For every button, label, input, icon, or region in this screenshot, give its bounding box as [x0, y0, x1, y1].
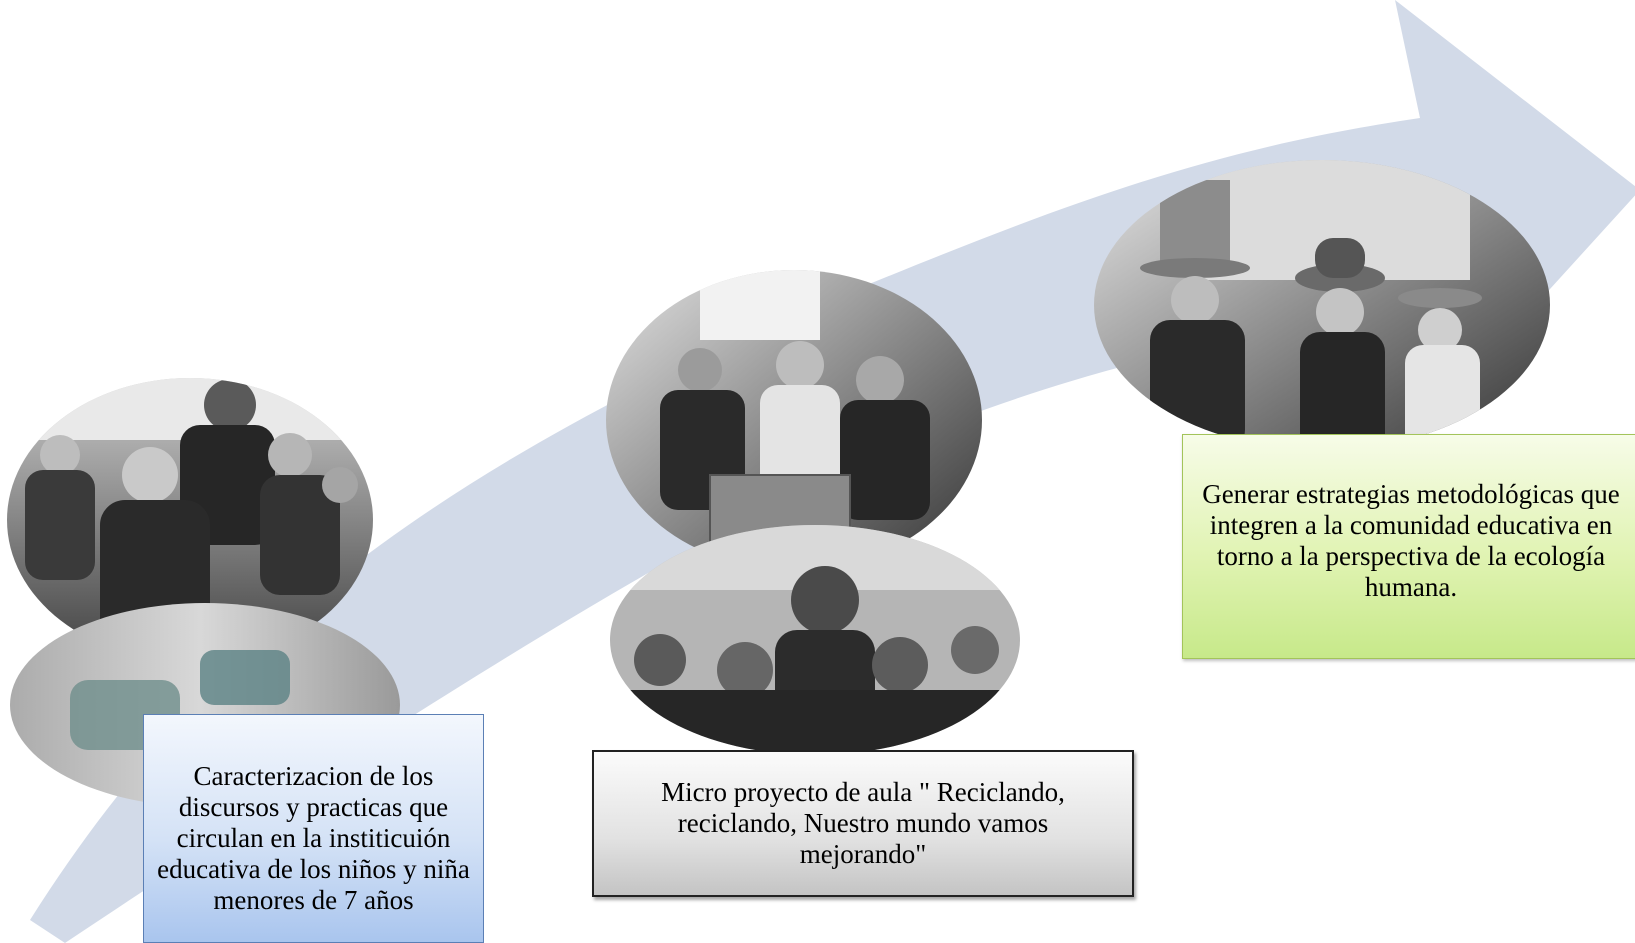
step-2-box: Micro proyecto de aula " Reciclando, rec… — [592, 750, 1134, 897]
step-3-text: Generar estrategias metodológicas que in… — [1202, 478, 1620, 602]
step-1-text: Caracterizacion de los discursos y pract… — [157, 761, 470, 915]
photo-children-recycled-hats — [1094, 160, 1550, 450]
step-1-box: Caracterizacion de los discursos y pract… — [143, 714, 484, 943]
step-2-text: Micro proyecto de aula " Reciclando, rec… — [661, 777, 1065, 869]
step-3-box: Generar estrategias metodológicas que in… — [1182, 434, 1635, 659]
